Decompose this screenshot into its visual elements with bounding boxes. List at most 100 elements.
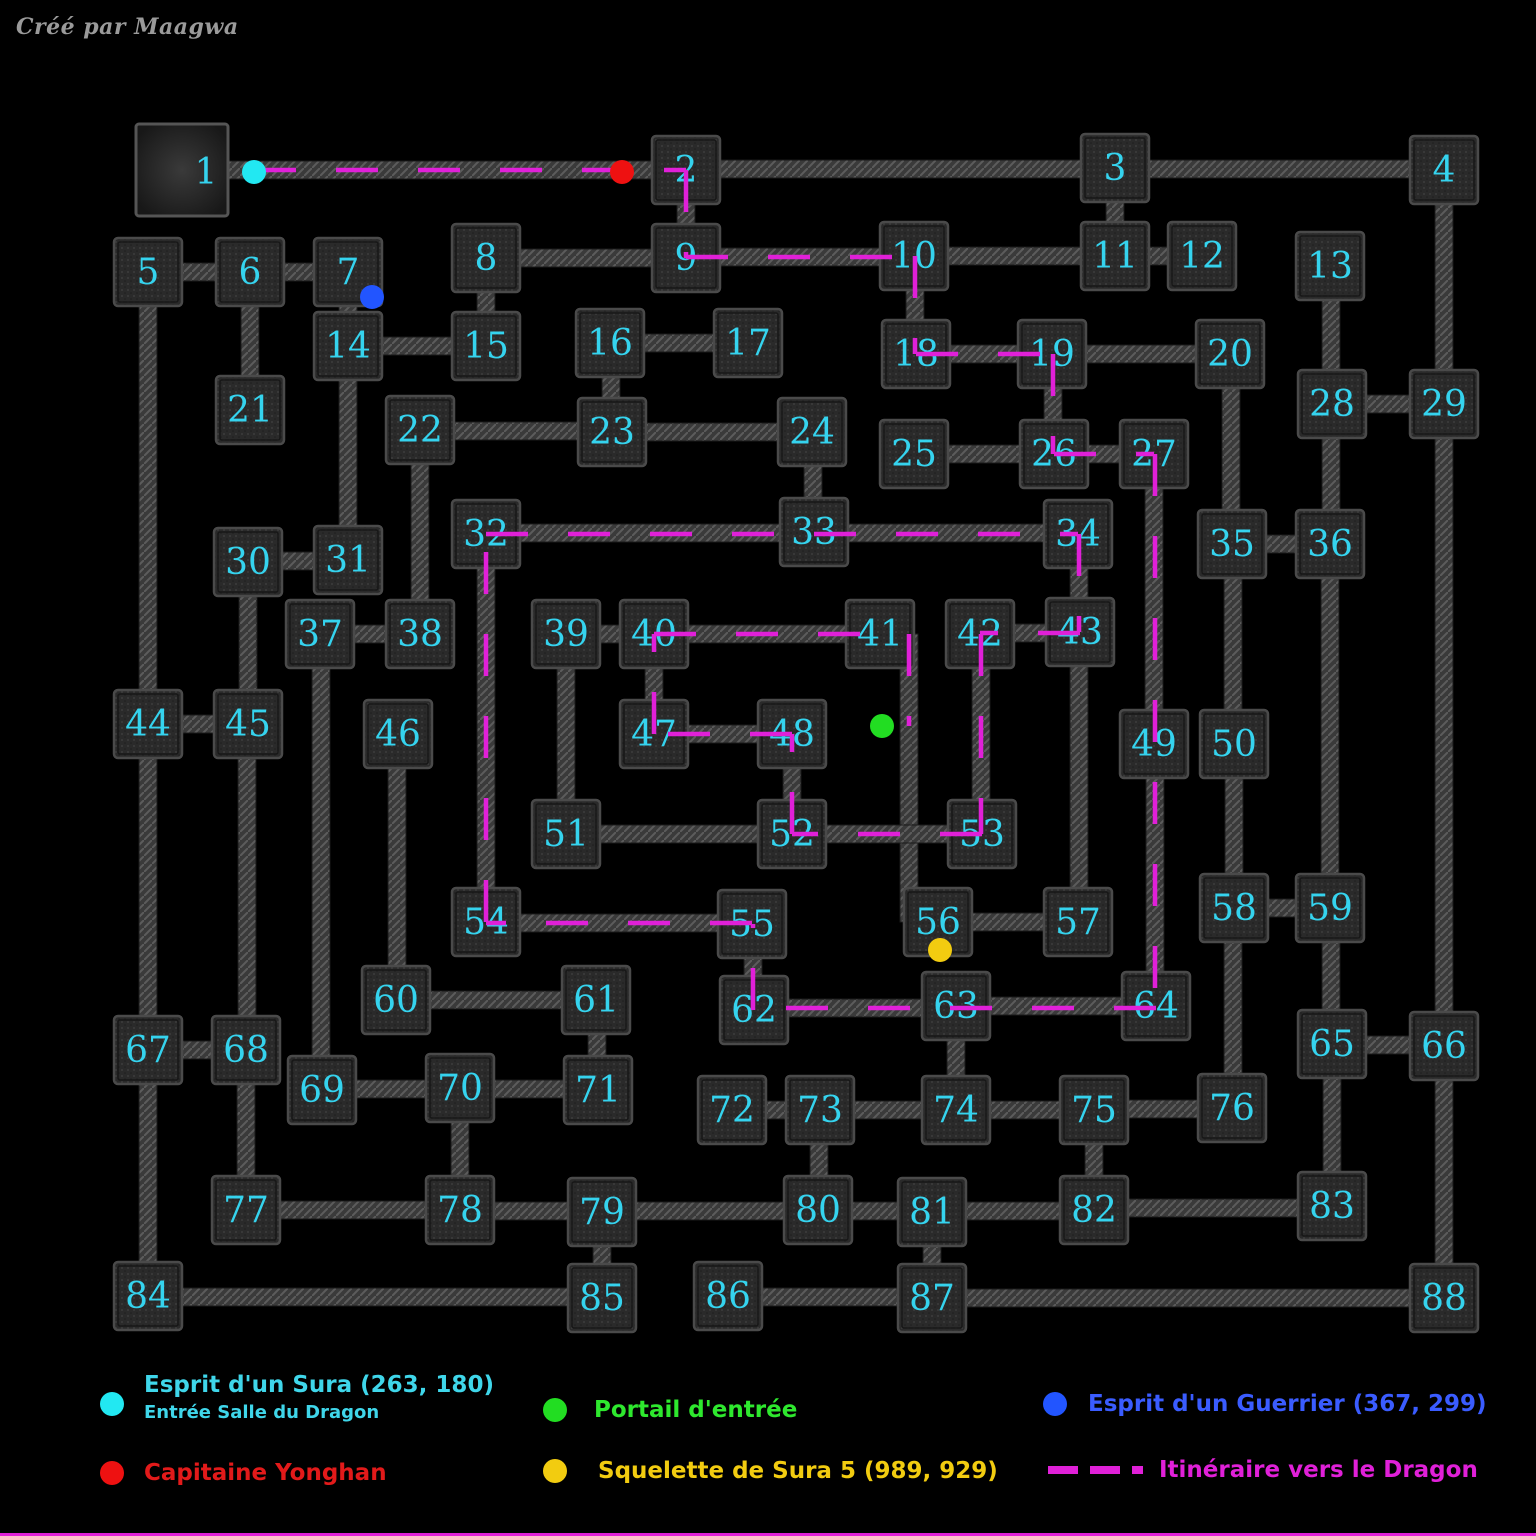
- room-box: [712, 307, 784, 379]
- room-74[interactable]: 74: [920, 1074, 992, 1146]
- room-inner-border: [1063, 1179, 1125, 1241]
- room-inner-border: [1171, 225, 1233, 287]
- room-5[interactable]: 5: [112, 236, 184, 308]
- room-80[interactable]: 80: [782, 1174, 854, 1246]
- room-8[interactable]: 8: [450, 222, 522, 294]
- room-4[interactable]: 4: [1408, 134, 1480, 206]
- room-24[interactable]: 24: [776, 396, 848, 468]
- corridor-41-56: [899, 633, 919, 923]
- room-14[interactable]: 14: [312, 310, 384, 382]
- room-6[interactable]: 6: [214, 236, 286, 308]
- room-11[interactable]: 11: [1079, 220, 1151, 292]
- room-box: [560, 964, 632, 1036]
- skeleton-marker-icon[interactable]: [928, 938, 952, 962]
- room-71[interactable]: 71: [562, 1054, 634, 1126]
- room-box: [692, 1260, 764, 1332]
- room-81[interactable]: 81: [896, 1176, 968, 1248]
- room-31[interactable]: 31: [312, 524, 384, 596]
- room-88[interactable]: 88: [1408, 1262, 1480, 1334]
- room-57[interactable]: 57: [1042, 886, 1114, 958]
- room-69[interactable]: 69: [286, 1054, 358, 1126]
- room-inner-border: [789, 1079, 851, 1141]
- cyan-dot-icon: [100, 1392, 124, 1416]
- room-13[interactable]: 13: [1294, 230, 1366, 302]
- warrior-spirit-marker-icon[interactable]: [360, 285, 384, 309]
- room-73[interactable]: 73: [784, 1074, 856, 1146]
- room-51[interactable]: 51: [530, 798, 602, 870]
- room-82[interactable]: 82: [1058, 1174, 1130, 1246]
- room-39[interactable]: 39: [530, 598, 602, 670]
- legend-skeleton-label: Squelette de Sura 5 (989, 929): [598, 1458, 998, 1484]
- room-box: [450, 310, 522, 382]
- room-30[interactable]: 30: [212, 526, 284, 598]
- room-15[interactable]: 15: [450, 310, 522, 382]
- room-label: 74: [933, 1090, 979, 1131]
- room-41[interactable]: 41: [844, 598, 916, 670]
- legend-portal-label: Portail d'entrée: [594, 1397, 798, 1423]
- room-inner-border: [1063, 1079, 1125, 1141]
- room-label: 11: [1092, 236, 1138, 277]
- room-box: [112, 1260, 184, 1332]
- room-22[interactable]: 22: [384, 394, 456, 466]
- room-box: [1058, 1174, 1130, 1246]
- room-28[interactable]: 28: [1296, 368, 1368, 440]
- captain-marker-icon[interactable]: [610, 160, 634, 184]
- room-58[interactable]: 58: [1198, 872, 1270, 944]
- room-label: 44: [125, 704, 171, 745]
- room-66[interactable]: 66: [1408, 1010, 1480, 1082]
- room-46[interactable]: 46: [362, 698, 434, 770]
- room-inner-border: [317, 315, 379, 377]
- room-59[interactable]: 59: [1294, 872, 1366, 944]
- room-65[interactable]: 65: [1296, 1008, 1368, 1080]
- room-label: 31: [325, 540, 371, 581]
- room-60[interactable]: 60: [360, 964, 432, 1036]
- room-49[interactable]: 49: [1118, 708, 1190, 780]
- room-35[interactable]: 35: [1196, 508, 1268, 580]
- room-45[interactable]: 45: [212, 688, 284, 760]
- room-37[interactable]: 37: [284, 598, 356, 670]
- room-70[interactable]: 70: [424, 1052, 496, 1124]
- room-84[interactable]: 84: [112, 1260, 184, 1332]
- room-21[interactable]: 21: [214, 374, 286, 446]
- room-83[interactable]: 83: [1296, 1170, 1368, 1242]
- room-label: 82: [1071, 1190, 1117, 1231]
- room-79[interactable]: 79: [566, 1176, 638, 1248]
- room-61[interactable]: 61: [560, 964, 632, 1036]
- corridor-82-83: [1093, 1198, 1333, 1218]
- room-25[interactable]: 25: [878, 418, 950, 490]
- room-12[interactable]: 12: [1166, 220, 1238, 292]
- room-box: [210, 1014, 282, 1086]
- room-box: [530, 598, 602, 670]
- room-inner-border: [217, 693, 279, 755]
- corridor-5-44: [138, 271, 158, 725]
- room-72[interactable]: 72: [696, 1074, 768, 1146]
- room-17[interactable]: 17: [712, 307, 784, 379]
- room-16[interactable]: 16: [574, 307, 646, 379]
- room-77[interactable]: 77: [210, 1174, 282, 1246]
- room-29[interactable]: 29: [1408, 368, 1480, 440]
- room-3[interactable]: 3: [1079, 132, 1151, 204]
- room-36[interactable]: 36: [1294, 508, 1366, 580]
- room-78[interactable]: 78: [424, 1174, 496, 1246]
- portal-marker-icon[interactable]: [870, 714, 894, 738]
- room-20[interactable]: 20: [1194, 318, 1266, 390]
- room-86[interactable]: 86: [692, 1260, 764, 1332]
- room-38[interactable]: 38: [384, 598, 456, 670]
- room-inner-border: [925, 1079, 987, 1141]
- room-87[interactable]: 87: [896, 1262, 968, 1334]
- sura-spirit-marker-icon[interactable]: [242, 160, 266, 184]
- room-23[interactable]: 23: [576, 396, 648, 468]
- room-67[interactable]: 67: [112, 1014, 184, 1086]
- room-label: 30: [225, 542, 271, 583]
- room-68[interactable]: 68: [210, 1014, 282, 1086]
- room-76[interactable]: 76: [1196, 1072, 1268, 1144]
- room-1[interactable]: 1: [134, 122, 230, 218]
- room-75[interactable]: 75: [1058, 1074, 1130, 1146]
- legend-sura-spirit: Esprit d'un Sura (263, 180) Entrée Salle…: [100, 1372, 494, 1423]
- room-box: [360, 964, 432, 1036]
- room-44[interactable]: 44: [112, 688, 184, 760]
- room-50[interactable]: 50: [1198, 708, 1270, 780]
- room-85[interactable]: 85: [566, 1262, 638, 1334]
- dashed-line-icon: [1048, 1466, 1143, 1474]
- corridor-29-66: [1434, 403, 1454, 1047]
